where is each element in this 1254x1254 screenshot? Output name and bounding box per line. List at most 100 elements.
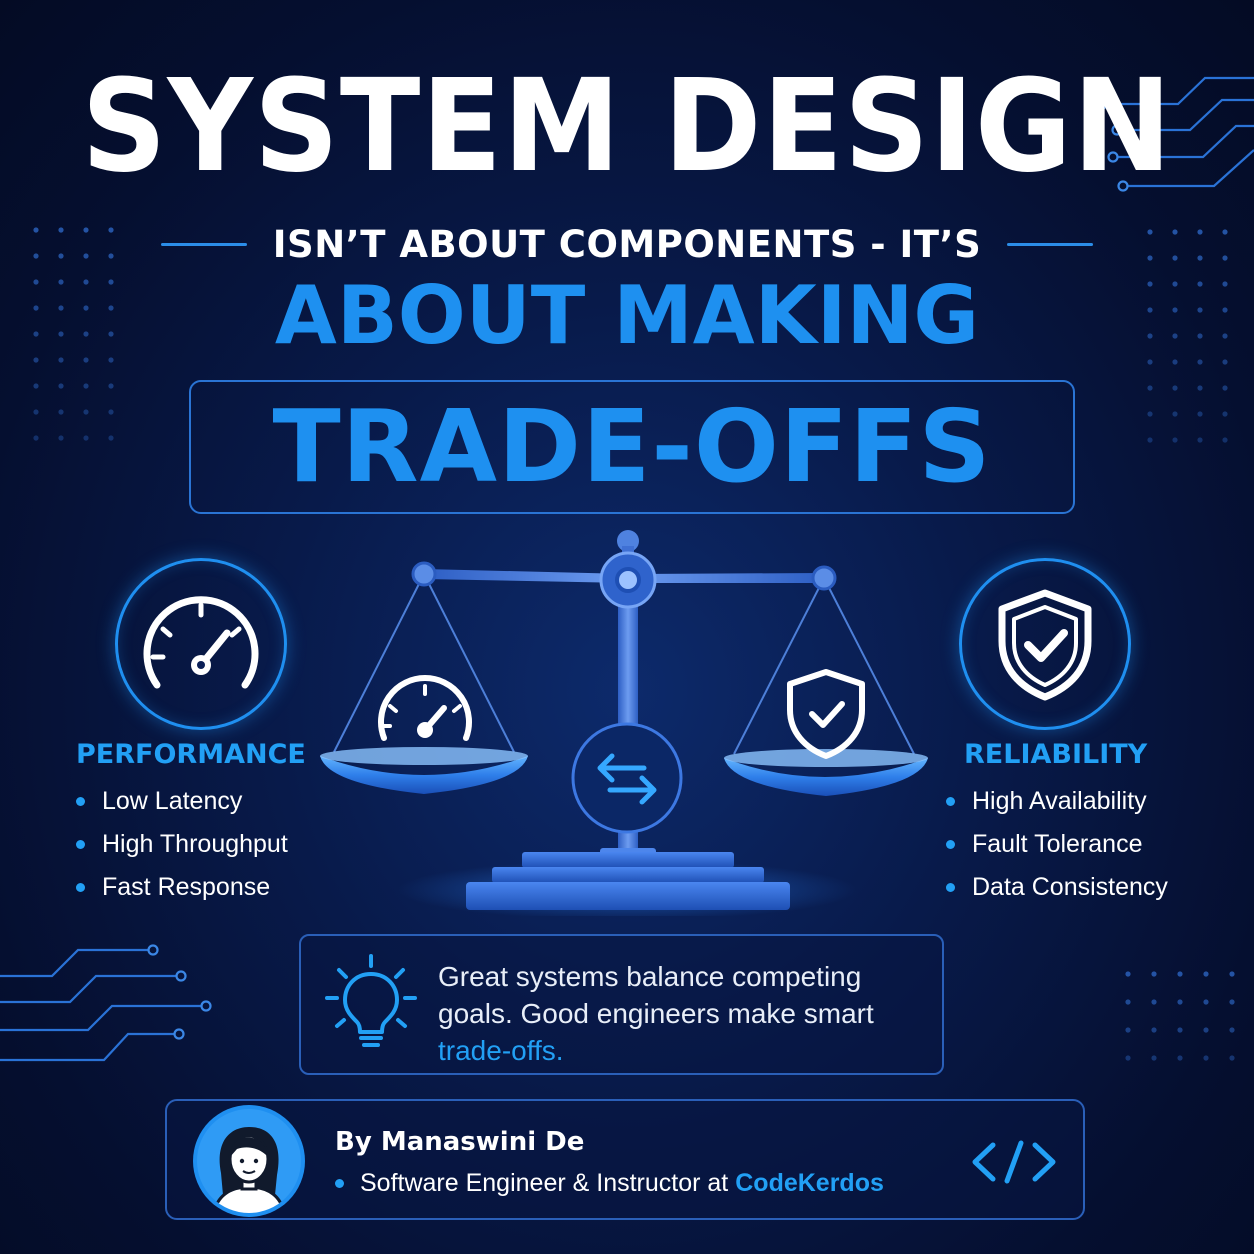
decorative-dot — [108, 435, 114, 441]
decorative-dot — [1177, 1027, 1183, 1033]
swap-circle — [571, 722, 683, 834]
decorative-dot — [1197, 359, 1203, 365]
tradeoffs-banner: TRADE-OFFS — [189, 380, 1075, 514]
decorative-dot — [108, 331, 114, 337]
circuit-lines-top-right — [1106, 76, 1254, 188]
decorative-dot — [1203, 971, 1209, 977]
decorative-dot — [1177, 1055, 1183, 1061]
decorative-dot — [83, 383, 89, 389]
decorative-dot — [1197, 255, 1203, 261]
decorative-dot — [1172, 333, 1178, 339]
decorative-dot — [1197, 437, 1203, 443]
shield-check-icon — [998, 589, 1092, 701]
decorative-dot — [1147, 359, 1153, 365]
shield-check-icon — [787, 669, 865, 759]
right-pan — [724, 758, 928, 796]
reliability-heading: RELIABILITY — [964, 739, 1148, 770]
decorative-dot — [58, 409, 64, 415]
decorative-dot — [33, 435, 39, 441]
decorative-dot — [1147, 229, 1153, 235]
decorative-dot — [58, 331, 64, 337]
decorative-dot — [108, 279, 114, 285]
dot-grid-left — [33, 227, 114, 441]
list-item: High Availability — [946, 780, 1168, 823]
circuit-lines-bottom-left — [0, 948, 201, 1062]
decorative-dot — [1222, 437, 1228, 443]
decorative-dot — [1125, 999, 1131, 1005]
decorative-dot — [1222, 411, 1228, 417]
decorative-dot — [1147, 333, 1153, 339]
speedometer-icon — [378, 675, 472, 741]
bullet-dot — [946, 797, 955, 806]
decorative-dot — [1172, 437, 1178, 443]
decorative-dot — [1229, 1027, 1235, 1033]
decorative-dot — [1151, 1055, 1157, 1061]
lightbulb-icon — [325, 954, 417, 1047]
decorative-dot — [58, 357, 64, 363]
list-item: Fault Tolerance — [946, 823, 1168, 866]
decorative-dot — [83, 409, 89, 415]
decorative-dot — [1222, 359, 1228, 365]
dot-grid-right — [1147, 229, 1228, 443]
right-pan-chains — [733, 577, 915, 755]
decorative-dot — [58, 305, 64, 311]
list-item: Data Consistency — [946, 866, 1168, 909]
decorative-dot — [1147, 255, 1153, 261]
decorative-dot — [1172, 307, 1178, 313]
subtitle-rule-left — [160, 242, 247, 246]
decorative-dot — [1222, 385, 1228, 391]
highlight-heading: ABOUT MAKING — [274, 269, 980, 362]
decorative-dot — [1172, 255, 1178, 261]
author-name: By Manaswini De — [335, 1127, 585, 1157]
decorative-dot — [1151, 1027, 1157, 1033]
decorative-dot — [1197, 229, 1203, 235]
author-role: Software Engineer & Instructor at CodeKe… — [335, 1169, 884, 1198]
left-pan — [320, 756, 528, 794]
swap-arrows-icon — [597, 753, 657, 805]
author-org: CodeKerdos — [735, 1169, 884, 1197]
dot-grid-bottom-right — [1125, 971, 1235, 1061]
decorative-dot — [1172, 281, 1178, 287]
quote-card: Great systems balance competing goals. G… — [299, 934, 944, 1075]
decorative-dot — [1125, 1027, 1131, 1033]
decorative-dot — [83, 357, 89, 363]
page-title: SYSTEM DESIGN — [81, 51, 1173, 201]
subtitle-row: ISN’T ABOUT COMPONENTS - IT’S — [0, 222, 1254, 266]
decorative-dot — [33, 279, 39, 285]
decorative-dot — [1197, 281, 1203, 287]
decorative-dot — [1147, 411, 1153, 417]
decorative-dot — [83, 331, 89, 337]
bullet-dot — [76, 797, 85, 806]
left-pan-chains — [333, 573, 515, 753]
bullet-dot — [946, 840, 955, 849]
list-item-label: Data Consistency — [972, 873, 1168, 901]
decorative-dot — [33, 227, 39, 233]
decorative-dot — [1229, 971, 1235, 977]
decorative-dot — [58, 253, 64, 259]
decorative-dot — [1147, 307, 1153, 313]
base-tier-3 — [492, 867, 764, 883]
beam-end-right — [811, 565, 837, 591]
decorative-dot — [83, 279, 89, 285]
decorative-dot — [1222, 229, 1228, 235]
list-item: High Throughput — [76, 823, 288, 866]
pivot-center — [615, 567, 641, 593]
reliability-list: High Availability Fault Tolerance Data C… — [946, 780, 1168, 909]
person-avatar-icon — [193, 1105, 305, 1217]
decorative-dot — [33, 357, 39, 363]
base-tier-2 — [522, 852, 734, 868]
decorative-dot — [108, 227, 114, 233]
decorative-dot — [1147, 281, 1153, 287]
decorative-dot — [33, 383, 39, 389]
decorative-dot — [1197, 411, 1203, 417]
decorative-dot — [1222, 307, 1228, 313]
decorative-dot — [1147, 385, 1153, 391]
subtitle-rule-right — [1007, 242, 1094, 246]
decorative-dot — [1203, 999, 1209, 1005]
list-item: Low Latency — [76, 780, 288, 823]
circuit-nodes-top-right — [1096, 98, 1129, 192]
decorative-dot — [1125, 971, 1131, 977]
base-tier-4 — [466, 882, 790, 910]
beam-end-left — [411, 561, 437, 587]
